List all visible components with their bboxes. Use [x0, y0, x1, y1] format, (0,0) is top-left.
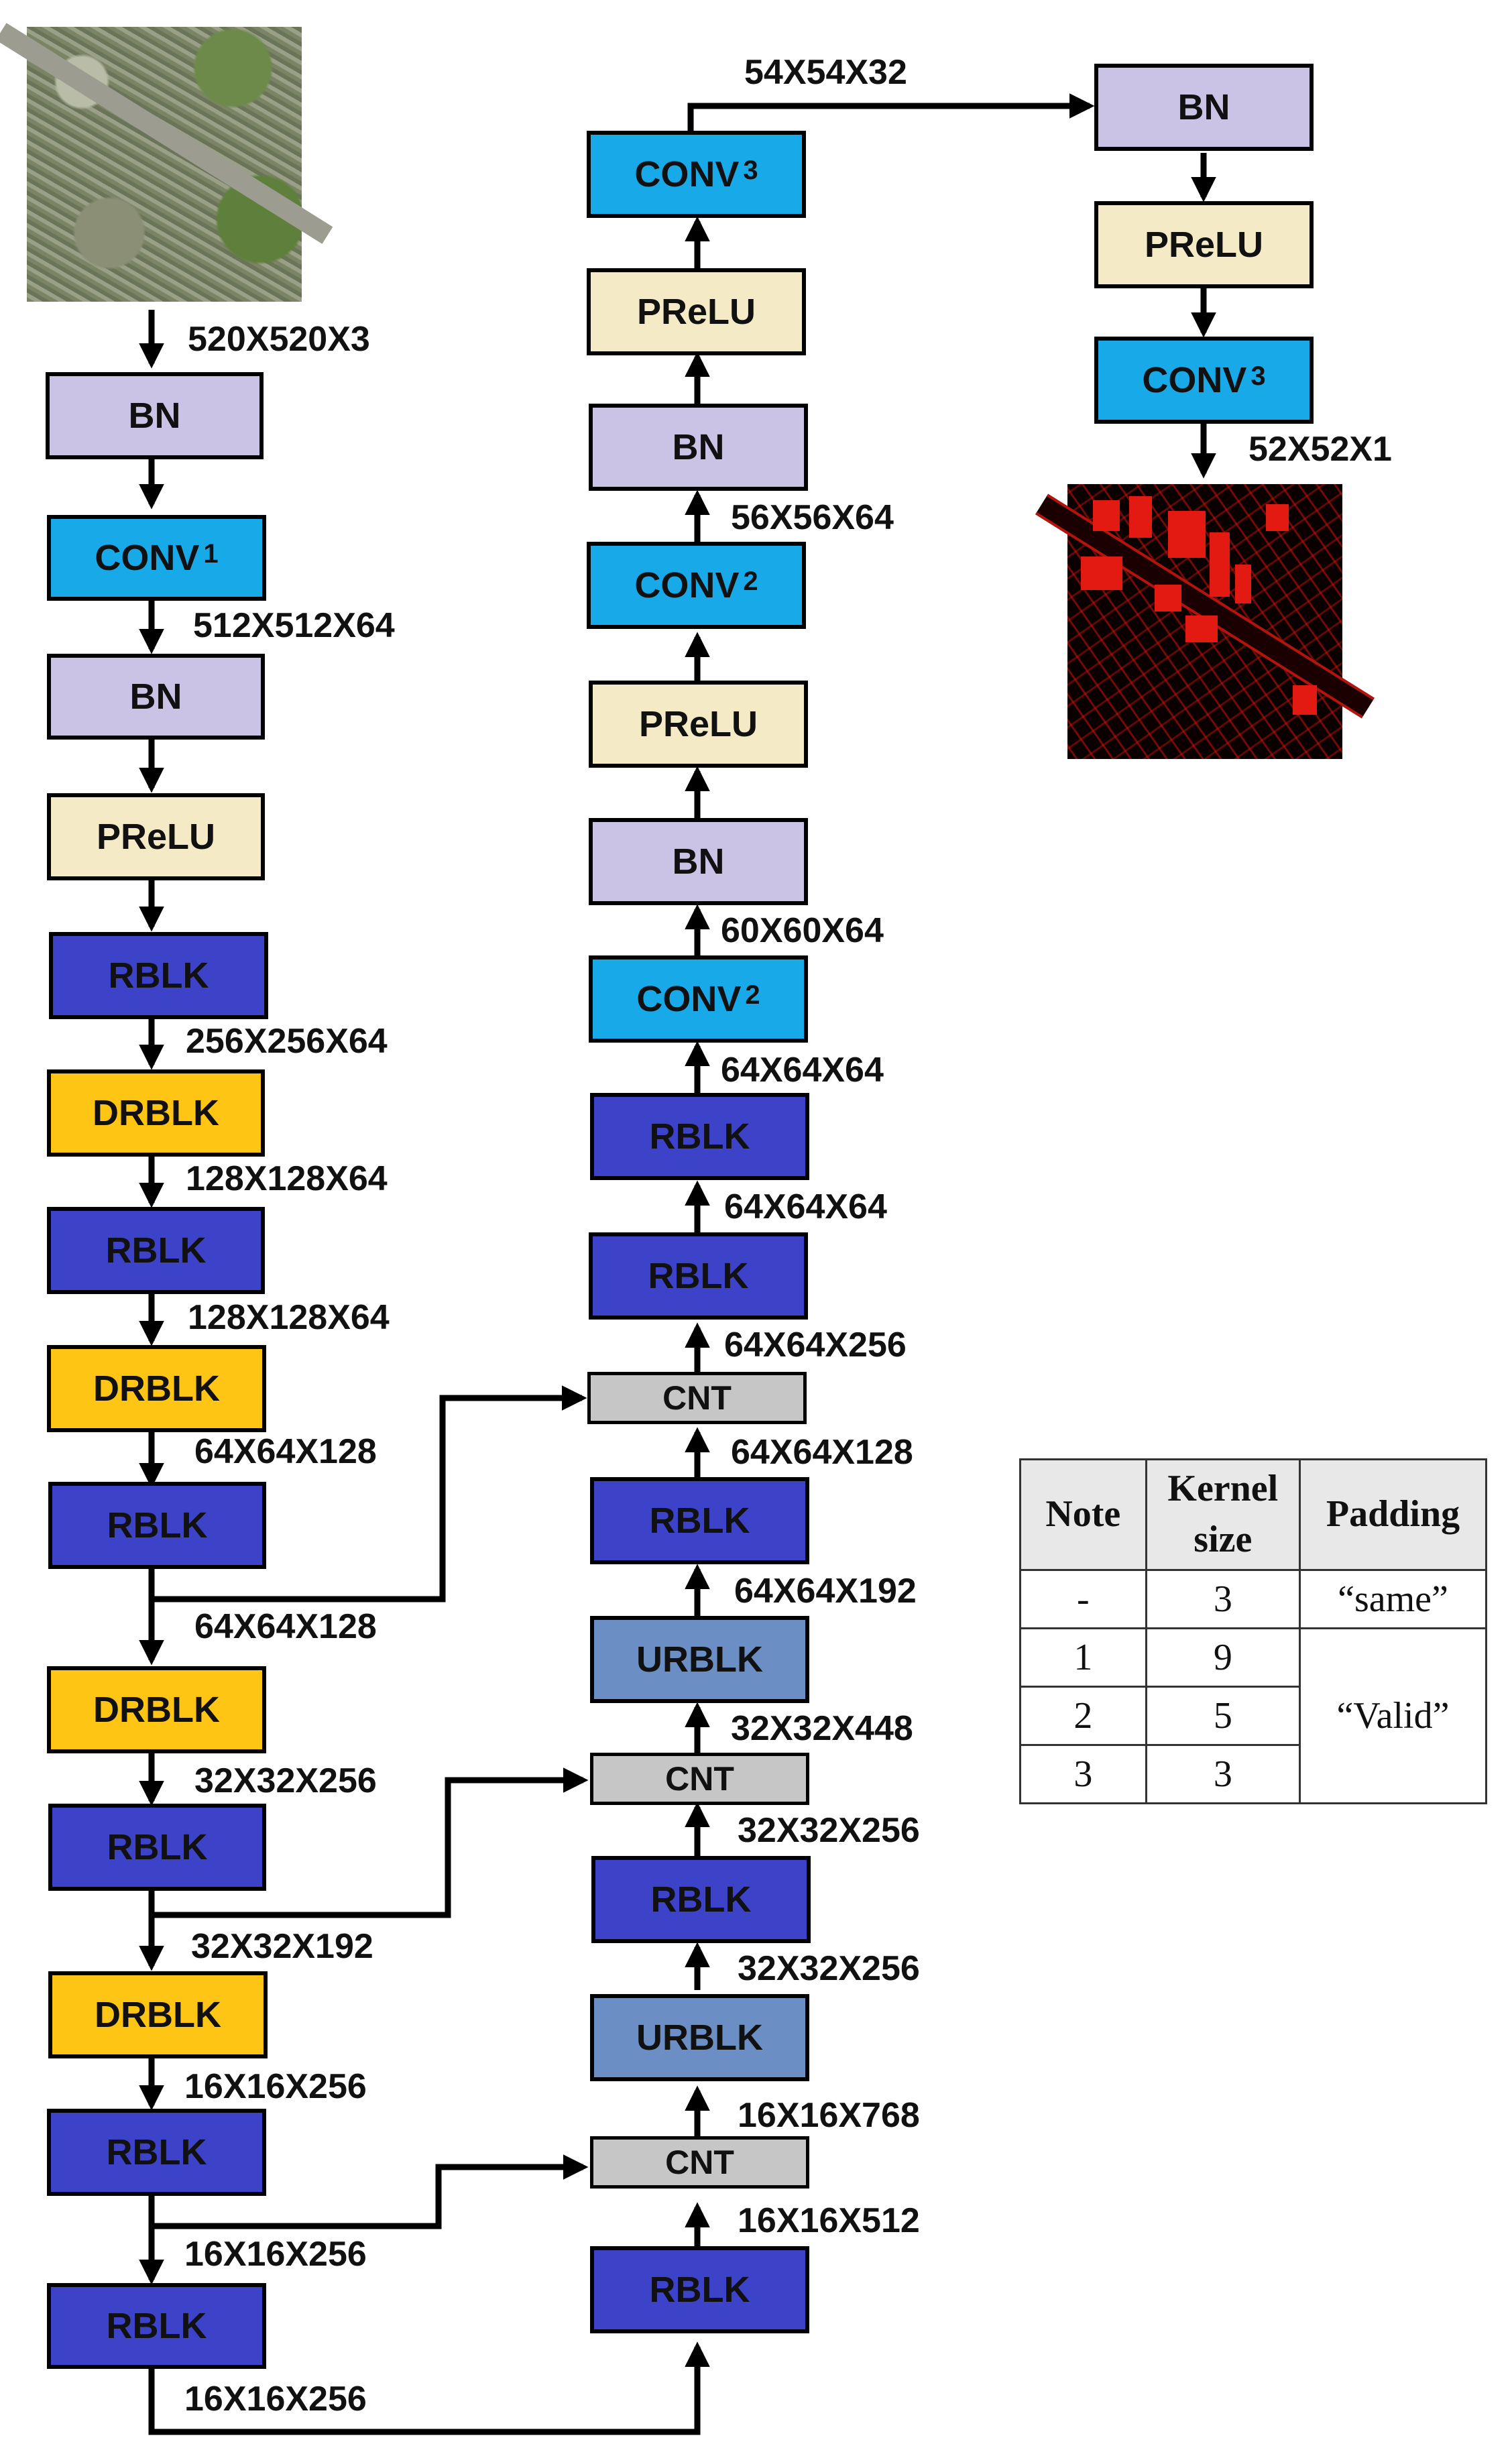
- table-cell: 9: [1145, 1627, 1301, 1688]
- drblk-block: DRBLK: [47, 1069, 265, 1157]
- table-cell: -: [1019, 1569, 1147, 1629]
- dim-label: 56X56X64: [731, 498, 894, 537]
- bn-block: BN: [589, 818, 808, 905]
- skip-arrow-1: [152, 1385, 587, 1602]
- dim-label: 128X128X64: [188, 1298, 390, 1337]
- skip-arrow-2: [152, 1767, 589, 1918]
- dim-label: 16X16X256: [184, 2067, 367, 2106]
- dim-label: 54X54X32: [744, 53, 907, 92]
- prelu-block: PReLU: [587, 268, 806, 355]
- kernel-padding-table: Note Kernel size Padding - 3 “same” 1 9 …: [1019, 1458, 1488, 1804]
- concat-block: CNT: [590, 2136, 809, 2189]
- prelu-block: PReLU: [1094, 201, 1314, 288]
- top-connector-arrow: [687, 93, 1095, 131]
- dim-label: 32X32X256: [738, 1811, 920, 1850]
- dim-label: 60X60X64: [721, 911, 884, 950]
- dim-label: 32X32X192: [191, 1927, 373, 1966]
- table-cell: “same”: [1298, 1569, 1488, 1629]
- dim-label: 52X52X1: [1248, 430, 1392, 469]
- urblk-block: URBLK: [590, 1616, 809, 1703]
- prelu-block: PReLU: [47, 793, 265, 880]
- dim-label: 16X16X512: [738, 2201, 920, 2240]
- table-cell: “Valid”: [1298, 1627, 1488, 1804]
- urblk-block: URBLK: [590, 1994, 809, 2081]
- output-segmentation-image: [1035, 484, 1375, 759]
- dim-label: 64X64X192: [734, 1572, 917, 1611]
- dim-label: 512X512X64: [193, 606, 395, 645]
- dim-label: 64X64X64: [721, 1051, 884, 1090]
- input-aerial-image: [27, 27, 302, 302]
- dim-label: 32X32X256: [194, 1761, 377, 1800]
- dim-label: 16X16X256: [184, 2380, 367, 2418]
- rblk-block: RBLK: [48, 1804, 266, 1891]
- drblk-block: DRBLK: [48, 1971, 268, 2058]
- dim-label: 64X64X256: [724, 1326, 907, 1364]
- rblk-block: RBLK: [590, 2246, 809, 2333]
- rblk-block: RBLK: [47, 1207, 265, 1294]
- rblk-block: RBLK: [590, 1477, 809, 1564]
- dim-label: 520X520X3: [188, 320, 370, 359]
- table-cell: 1: [1019, 1627, 1147, 1688]
- table-row: - 3 “same”: [1019, 1569, 1488, 1629]
- table-row: 2 5: [1019, 1686, 1487, 1746]
- header-kernel-size: Kernel size: [1145, 1458, 1301, 1571]
- drblk-block: DRBLK: [47, 1345, 266, 1432]
- header-note: Note: [1019, 1458, 1147, 1571]
- rblk-block: RBLK: [49, 932, 268, 1019]
- table-cell: 2: [1019, 1686, 1147, 1746]
- dim-label: 16X16X256: [184, 2235, 367, 2274]
- table-cell: 3: [1145, 1569, 1301, 1629]
- dim-label: 32X32X256: [738, 1949, 920, 1988]
- rblk-block: RBLK: [590, 1093, 809, 1180]
- table-cell: 5: [1145, 1686, 1301, 1746]
- concat-block: CNT: [590, 1753, 809, 1805]
- dim-label: 32X32X448: [731, 1709, 913, 1748]
- rblk-block: RBLK: [591, 1856, 811, 1943]
- rblk-block: RBLK: [47, 2283, 266, 2369]
- dim-label: 64X64X128: [731, 1433, 913, 1472]
- table-row: 3 3: [1019, 1744, 1487, 1804]
- dim-label: 256X256X64: [186, 1022, 388, 1061]
- drblk-block: DRBLK: [47, 1666, 266, 1753]
- header-padding: Padding: [1298, 1458, 1488, 1571]
- bn-block: BN: [589, 404, 808, 491]
- table-row: 1 9 “Valid”: [1019, 1627, 1488, 1804]
- dim-label: 128X128X64: [186, 1159, 388, 1198]
- bn-block: BN: [46, 372, 264, 459]
- table-header-row: Note Kernel size Padding: [1019, 1458, 1488, 1571]
- table-cell: 3: [1019, 1744, 1147, 1804]
- prelu-block: PReLU: [589, 681, 808, 768]
- dim-label: 64X64X64: [724, 1187, 887, 1226]
- table-cell: 3: [1145, 1744, 1301, 1804]
- dim-label: 16X16X768: [738, 2096, 920, 2135]
- rblk-block: RBLK: [589, 1232, 808, 1320]
- dim-label: 64X64X128: [194, 1432, 377, 1471]
- dim-label: 64X64X128: [194, 1607, 377, 1646]
- concat-block: CNT: [587, 1372, 807, 1424]
- rblk-block: RBLK: [48, 1482, 266, 1569]
- bottom-connector-arrow: [148, 2341, 710, 2435]
- bn-block: BN: [47, 654, 265, 740]
- bn-block: BN: [1094, 64, 1314, 151]
- skip-arrow-3: [152, 2154, 589, 2229]
- rblk-block: RBLK: [47, 2109, 266, 2196]
